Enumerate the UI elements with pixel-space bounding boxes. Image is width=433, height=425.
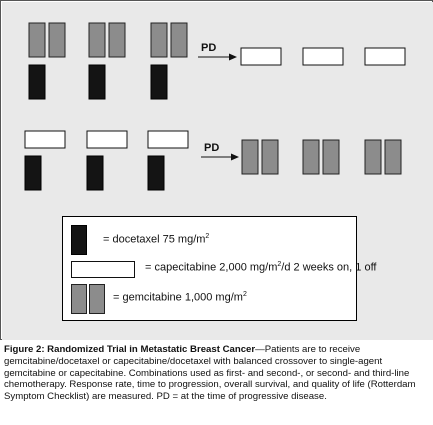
docetaxel-block bbox=[147, 155, 165, 191]
caption-body: —Patients are to receive gemcitabine/doc… bbox=[4, 344, 416, 403]
docetaxel-block bbox=[88, 64, 106, 100]
gemcitabine-swatch bbox=[89, 284, 105, 314]
arm1-induction-1 bbox=[28, 22, 66, 100]
pd-arrowhead-arm1 bbox=[229, 53, 237, 61]
legend-row-capecitabine: = capecitabine 2,000 mg/m2/d 2 weeks on,… bbox=[63, 261, 377, 291]
pd-label-arm1: PD bbox=[201, 42, 216, 54]
legend-row-gemcitabine: = gemcitabine 1,000 mg/m2 bbox=[63, 284, 356, 314]
figure-caption: Figure 2: Randomized Trial in Metastatic… bbox=[4, 344, 430, 403]
gemcitabine-block bbox=[364, 139, 382, 175]
legend-docetaxel-text: = docetaxel 75 mg/m bbox=[103, 233, 206, 246]
docetaxel-swatch bbox=[71, 225, 87, 255]
legend-capecitabine-label: = capecitabine 2,000 mg/m2/d 2 weeks on,… bbox=[145, 261, 377, 274]
capecitabine-block bbox=[364, 47, 406, 66]
legend-row-docetaxel: = docetaxel 75 mg/m2 bbox=[63, 225, 356, 255]
arm1-induction-2 bbox=[88, 22, 126, 100]
gemcitabine-block bbox=[384, 139, 402, 175]
capecitabine-swatch bbox=[71, 261, 135, 278]
gemcitabine-block bbox=[48, 22, 66, 58]
capecitabine-block bbox=[86, 130, 128, 149]
gemcitabine-block bbox=[241, 139, 259, 175]
capecitabine-block bbox=[147, 130, 189, 149]
gemcitabine-block bbox=[322, 139, 340, 175]
gemcitabine-block bbox=[170, 22, 188, 58]
legend-capecitabine-text-a: = capecitabine 2,000 mg/m bbox=[145, 261, 278, 274]
legend-docetaxel-label: = docetaxel 75 mg/m2 bbox=[103, 233, 209, 246]
arm2-induction-1 bbox=[24, 130, 66, 191]
figure-panel: PD PD = do bbox=[0, 0, 433, 340]
legend-gemcitabine-sup: 2 bbox=[242, 291, 247, 298]
docetaxel-block bbox=[86, 155, 104, 191]
gemcitabine-block bbox=[108, 22, 126, 58]
legend-docetaxel-sup: 2 bbox=[205, 233, 210, 240]
gemcitabine-swatch bbox=[71, 284, 87, 314]
docetaxel-block bbox=[24, 155, 42, 191]
caption-title: Figure 2: Randomized Trial in Metastatic… bbox=[4, 344, 256, 355]
docetaxel-block bbox=[150, 64, 168, 100]
legend-capecitabine-sup: 2 bbox=[277, 261, 282, 268]
capecitabine-block bbox=[240, 47, 282, 66]
capecitabine-block bbox=[24, 130, 66, 149]
docetaxel-block bbox=[28, 64, 46, 100]
capecitabine-block bbox=[302, 47, 344, 66]
gemcitabine-block bbox=[88, 22, 106, 58]
gemcitabine-block bbox=[150, 22, 168, 58]
gemcitabine-block bbox=[261, 139, 279, 175]
gemcitabine-block bbox=[302, 139, 320, 175]
arm1-induction-3 bbox=[150, 22, 188, 100]
legend-box: = docetaxel 75 mg/m2 = capecitabine 2,00… bbox=[62, 216, 377, 321]
gemcitabine-block bbox=[28, 22, 46, 58]
legend-capecitabine-text-b: /d 2 weeks on, 1 off bbox=[281, 261, 377, 274]
pd-label-arm2: PD bbox=[204, 142, 219, 154]
arm2-induction-3 bbox=[147, 130, 189, 191]
pd-arrowhead-arm2 bbox=[231, 153, 239, 161]
legend-gemcitabine-label: = gemcitabine 1,000 mg/m2 bbox=[113, 291, 247, 304]
arm2-induction-2 bbox=[86, 130, 128, 191]
legend-gemcitabine-text: = gemcitabine 1,000 mg/m bbox=[113, 291, 243, 304]
